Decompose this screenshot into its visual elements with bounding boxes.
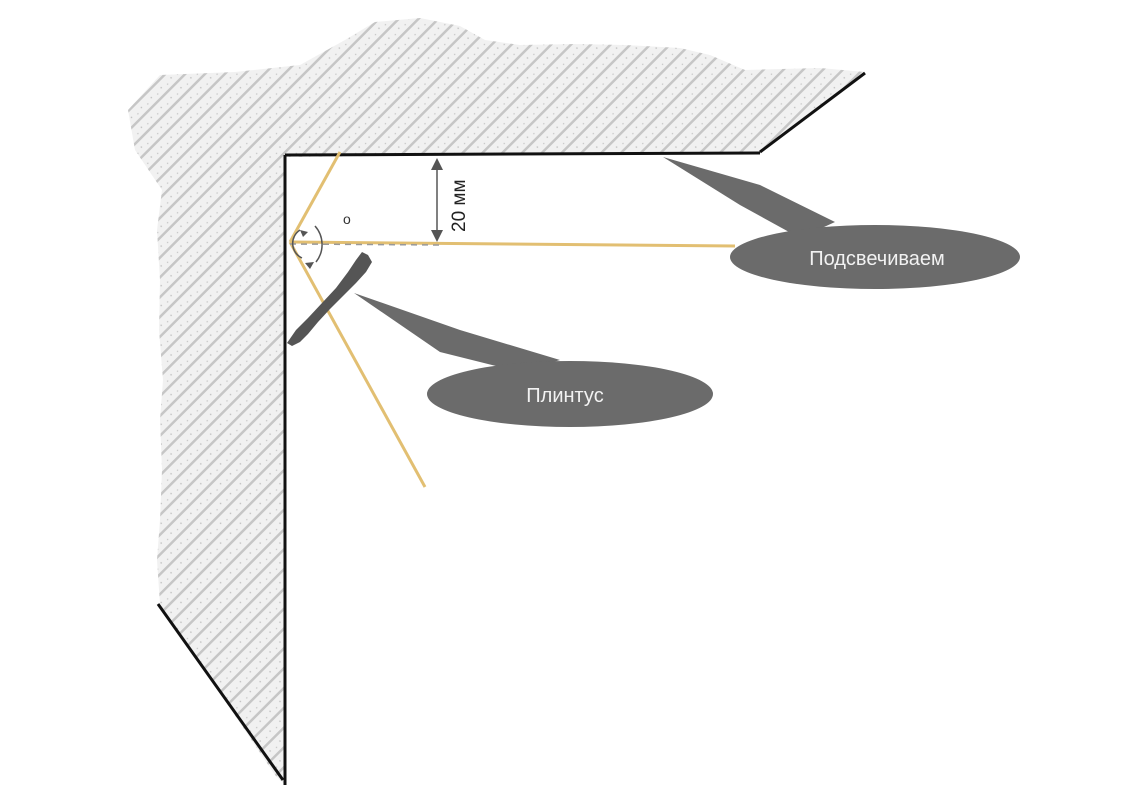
- angle-arrow-icon: [305, 262, 314, 269]
- plinth-profile: [287, 252, 372, 346]
- highlight-callout-bubble: [730, 225, 1020, 289]
- highlight-callout-label: Подсвечиваем: [809, 248, 945, 270]
- angle-arrow-icon: [300, 230, 308, 237]
- wall-outer-edge: [156, 603, 285, 781]
- ceiling-outer-edge: [759, 71, 866, 154]
- light-ray-up: [288, 151, 342, 243]
- plinth-callout-label: Плинтус: [526, 385, 603, 407]
- light-ray-horizontal: [289, 240, 736, 248]
- ceiling-surface-line: [284, 151, 761, 157]
- concrete-wall-and-ceiling: [128, 18, 865, 785]
- angle-arc-small: [291, 229, 303, 259]
- plinth-callout-bubble: [427, 361, 713, 427]
- light-ray-down: [288, 241, 427, 488]
- angle-arc: [314, 225, 323, 263]
- plinth-callout-pointer: [354, 293, 560, 372]
- dimension-label: 20 мм: [449, 179, 470, 232]
- highlight-callout-pointer: [663, 157, 835, 238]
- angle-mark: о: [343, 211, 351, 227]
- reference-dashed-line: [289, 243, 441, 246]
